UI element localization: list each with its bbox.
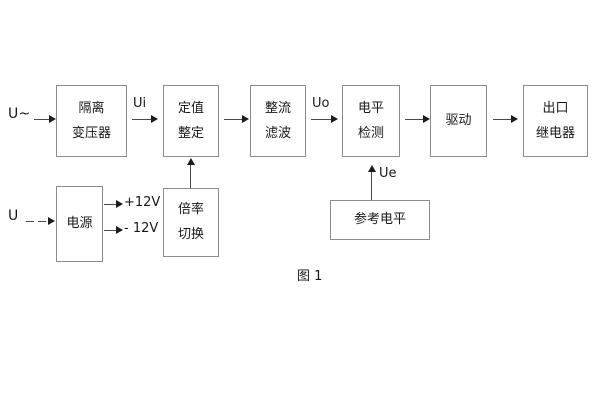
arrow-shaft-rail-neg — [104, 230, 118, 231]
arrow-head-ue — [368, 165, 376, 172]
block-output-relay-line2: 继电器 — [535, 125, 575, 141]
input-ac-label: U~ — [8, 106, 31, 122]
arrow-head-input-ac — [49, 115, 56, 123]
block-level-detection[interactable]: 电平 检测 — [342, 85, 400, 157]
block-rectify-filter[interactable]: 整流 滤波 — [250, 85, 306, 157]
block-ratio-switch-line1: 倍率 — [177, 202, 204, 218]
block-rectify-filter-line2: 滤波 — [264, 125, 291, 141]
input-dc-label: U — [8, 208, 19, 224]
block-level-detection-line2: 检测 — [357, 125, 384, 141]
arrow-head-drive-to-relay — [511, 115, 518, 123]
arrow-head-level-to-drive — [423, 115, 430, 123]
rail-label-positive: +12V — [124, 195, 161, 210]
arrow-shaft-ratio-to-setpoint — [190, 164, 191, 188]
arrow-head-ui — [151, 115, 158, 123]
arrow-shaft-setpoint-to-rectify — [224, 119, 243, 120]
arrow-head-setpoint-to-rectify — [242, 115, 249, 123]
arrow-head-input-dc — [48, 217, 55, 225]
signal-label-ui: Ui — [133, 96, 147, 111]
arrow-head-uo — [331, 115, 338, 123]
arrow-shaft-ue — [371, 171, 372, 200]
block-ratio-switch-line2: 切换 — [177, 227, 204, 242]
arrow-shaft-ui — [132, 119, 152, 120]
block-output-relay[interactable]: 出口 继电器 — [523, 85, 588, 157]
block-drive[interactable]: 驱动 — [430, 85, 487, 157]
block-output-relay-line1: 出口 — [542, 100, 569, 116]
rail-label-negative: - 12V — [124, 221, 159, 236]
dash-segment-1 — [26, 221, 34, 222]
signal-label-ue: Ue — [379, 166, 397, 181]
block-level-detection-line1: 电平 — [357, 100, 384, 116]
block-drive-line1: 驱动 — [445, 113, 472, 129]
block-reference-level[interactable]: 参考电平 — [330, 200, 430, 240]
block-isolation-transformer[interactable]: 隔离 变压器 — [56, 85, 127, 157]
arrow-shaft-rail-pos — [104, 204, 118, 205]
arrow-shaft-drive-to-relay — [493, 119, 512, 120]
arrow-head-ratio-to-setpoint — [187, 158, 195, 165]
arrow-shaft-input-ac — [34, 119, 50, 120]
block-power-supply-line1: 电源 — [66, 216, 93, 232]
signal-label-uo: Uo — [312, 96, 330, 111]
block-isolation-transformer-line2: 变压器 — [71, 125, 111, 141]
dash-segment-2 — [38, 221, 46, 222]
block-isolation-transformer-line1: 隔离 — [78, 100, 105, 116]
arrow-head-rail-pos — [116, 200, 123, 208]
block-power-supply[interactable]: 电源 — [56, 186, 103, 262]
block-setpoint-setting-line1: 定值 — [177, 100, 204, 116]
arrow-head-rail-neg — [116, 226, 123, 234]
block-reference-level-line1: 参考电平 — [353, 212, 406, 228]
block-ratio-switch[interactable]: 倍率 切换 — [163, 188, 219, 257]
block-setpoint-setting-line2: 整定 — [177, 125, 204, 141]
figure-caption: 图 1 — [297, 269, 323, 284]
arrow-shaft-level-to-drive — [405, 119, 424, 120]
arrow-shaft-uo — [311, 119, 332, 120]
block-setpoint-setting[interactable]: 定值 整定 — [163, 85, 219, 157]
block-rectify-filter-line1: 整流 — [264, 100, 291, 116]
